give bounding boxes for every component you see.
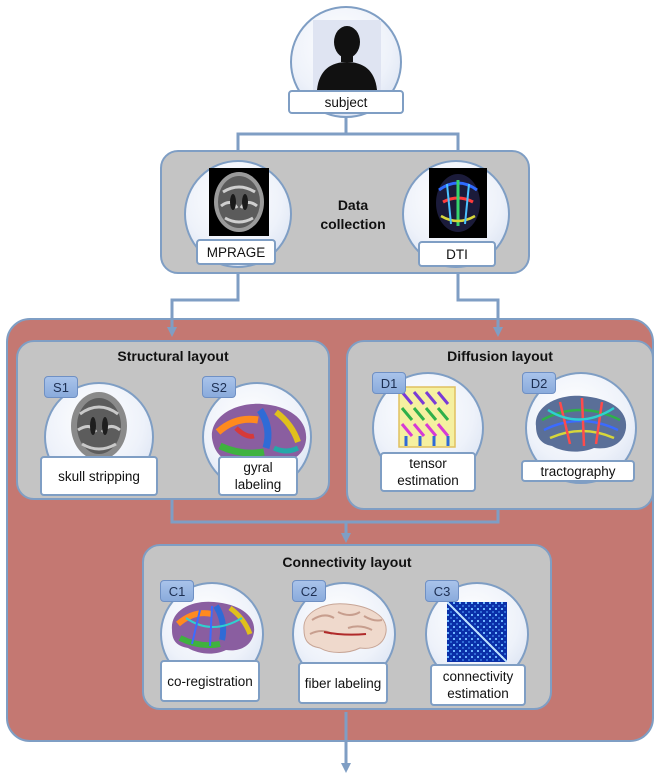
- s2-gyral-labeling-brain-image: [211, 403, 307, 466]
- s1-skull-stripped-brain-image: [71, 392, 127, 460]
- c2-badge: C2: [292, 580, 326, 602]
- d2-tractography-image: [535, 395, 627, 452]
- c3-connectivity-matrix-image: [447, 602, 507, 662]
- d1-label: tensor estimation: [380, 452, 476, 492]
- s1-badge: S1: [44, 376, 78, 398]
- arrow-mprage-structural: [167, 270, 240, 337]
- subject-label: subject: [288, 90, 404, 114]
- subject-silhouette-icon: [313, 20, 381, 90]
- s2-badge: S2: [202, 376, 236, 398]
- d1-badge: D1: [372, 372, 406, 394]
- connectivity-title: Connectivity layout: [282, 554, 412, 570]
- c2-label: fiber labeling: [298, 662, 388, 704]
- structural-title: Structural layout: [117, 348, 229, 364]
- d1-tensor-field-image: [398, 386, 456, 448]
- s2-label: gyral labeling: [218, 456, 298, 496]
- s1-label: skull stripping: [40, 456, 158, 496]
- arrow-dti-diffusion: [456, 270, 503, 337]
- arrow-subject-split: [233, 112, 348, 163]
- data-collection-title: Data collection: [320, 197, 386, 232]
- diffusion-title: Diffusion layout: [447, 348, 553, 364]
- c1-label: co-registration: [160, 660, 260, 702]
- c1-coregistration-image: [171, 601, 255, 654]
- c2-fiber-labeling-brain-image: [303, 603, 387, 653]
- arrow-structural-merge: [170, 500, 346, 524]
- c3-label: connectivity estimation: [430, 664, 526, 706]
- dti-brain-image: [429, 168, 487, 238]
- mprage-label: MPRAGE: [196, 239, 276, 265]
- dti-label: DTI: [418, 241, 496, 267]
- c1-badge: C1: [160, 580, 194, 602]
- mprage-brain-image: [209, 168, 269, 236]
- arrow-diffusion-merge: [341, 510, 500, 543]
- c3-badge: C3: [425, 580, 459, 602]
- d2-label: tractography: [521, 460, 635, 482]
- d2-badge: D2: [522, 372, 556, 394]
